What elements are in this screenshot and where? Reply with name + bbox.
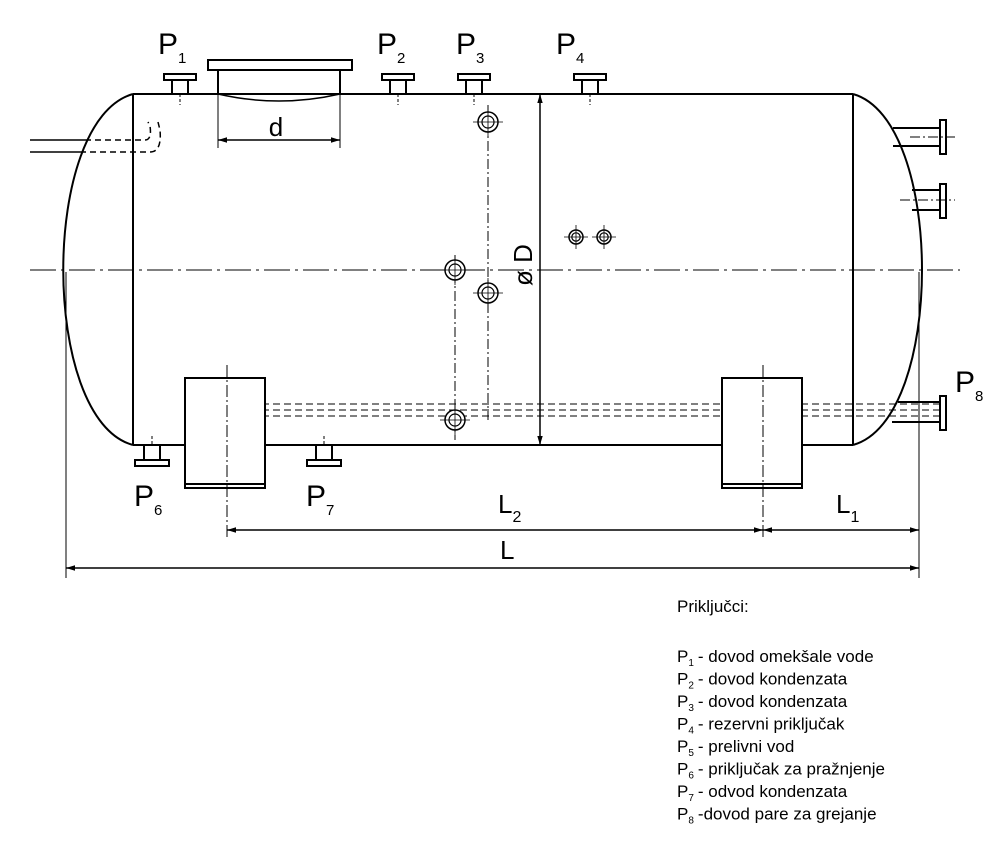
legend-item-7: P7- odvod kondenzata: [677, 782, 848, 804]
port-label-1: P1: [158, 28, 186, 67]
shell-fitting-4: [440, 405, 470, 435]
legend-item-3: P3- dovod kondenzata: [677, 692, 848, 714]
legend-item-2: P2- dovod kondenzata: [677, 670, 848, 692]
heating-coil: [262, 403, 940, 417]
bottom-nozzles: [134, 436, 342, 467]
nozzle-top-2: [381, 73, 415, 105]
dim-l1: L1: [763, 489, 919, 533]
legend-item-5: P5- prelivni vod: [677, 737, 794, 759]
port-label-3: P3: [456, 28, 484, 67]
dim-d: d: [218, 112, 340, 143]
shell-fitting-6: [592, 225, 616, 249]
dim-l2-letter: L: [498, 489, 512, 519]
dim-l2: L2: [227, 489, 763, 533]
shell-fitting-3: [473, 278, 503, 308]
shell-fitting-1: [473, 107, 503, 137]
shell-fittings: [454, 105, 489, 440]
dim-l1-letter: L: [836, 489, 850, 519]
nozzle-top-4: [573, 73, 607, 105]
manhole: [207, 59, 353, 148]
shell-fitting-2: [440, 255, 470, 285]
port-label-6: P6: [134, 480, 162, 519]
right-nozzles: [892, 119, 955, 431]
dim-l1-sub: 1: [850, 509, 859, 526]
legend-item-8: P8-dovod pare za grejanje: [677, 805, 877, 827]
svg-text:L1: L1: [836, 489, 859, 526]
left-feed-pipe: [30, 121, 162, 153]
legend-item-1: P1- dovod omekšale vode: [677, 647, 874, 669]
dim-diameter-label: ø D: [508, 244, 538, 286]
saddles: [184, 377, 803, 489]
dim-l: L: [66, 535, 919, 571]
port-label-2: P2: [377, 28, 405, 67]
dim-diameter: ø D: [508, 94, 543, 445]
shell-fitting-5: [564, 225, 588, 249]
legend-item-6: P6- priključak za pražnjenje: [677, 760, 885, 782]
port-label-4: P4: [556, 28, 584, 67]
legend-item-4: P4- rezervni priključak: [677, 715, 845, 737]
dim-l2-sub: 2: [512, 509, 521, 526]
dim-l-label: L: [500, 535, 514, 565]
top-nozzles: [163, 73, 607, 105]
dim-d-label: d: [269, 112, 283, 142]
port-label-8: P8: [955, 366, 983, 405]
nozzle-bottom-1: [134, 436, 170, 467]
svg-text:L2: L2: [498, 489, 521, 526]
port-label-7: P7: [306, 480, 334, 519]
nozzle-bottom-2: [306, 436, 342, 467]
nozzle-top-3: [457, 73, 491, 105]
legend-title: Priključci:: [677, 597, 749, 616]
nozzle-top-1: [163, 73, 197, 105]
